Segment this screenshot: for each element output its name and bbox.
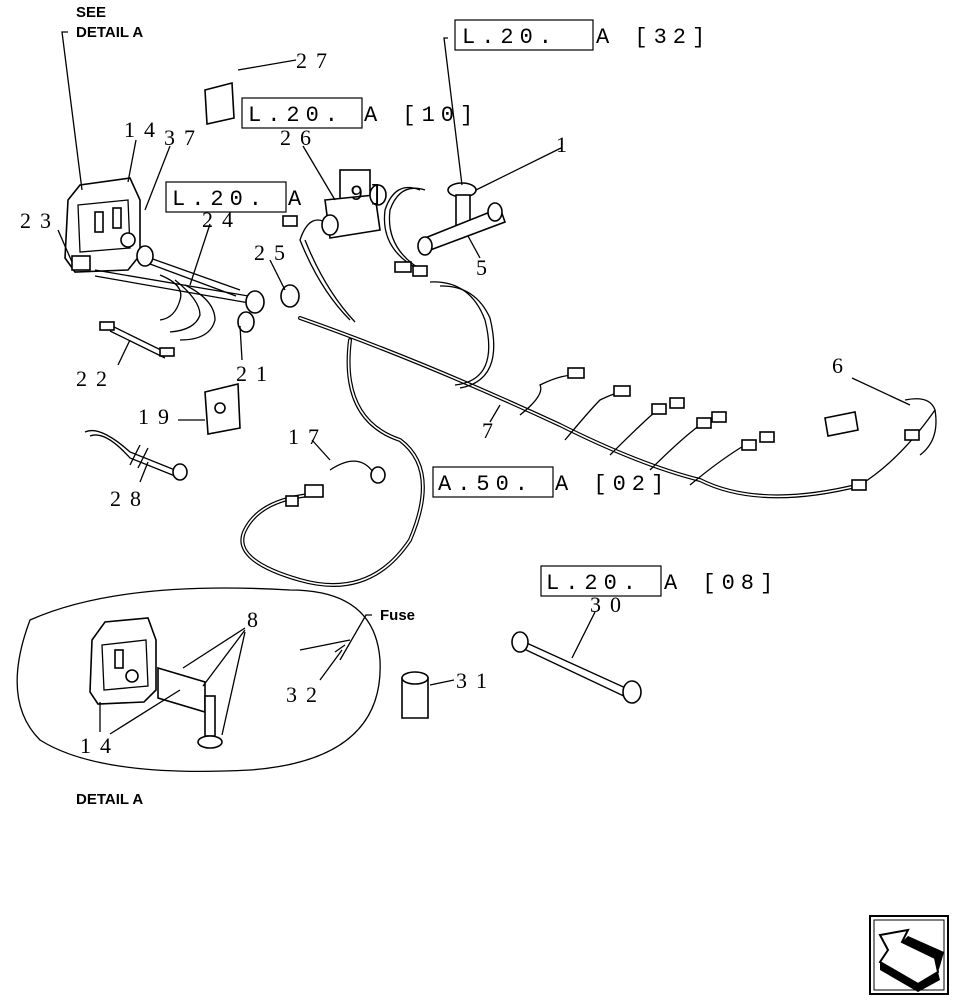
part-17 (285, 466, 386, 507)
callout-37: 37 (164, 125, 204, 150)
detail-a-outline (16, 587, 381, 773)
callout-6: 6 (832, 353, 852, 378)
callout-26: 26 (280, 125, 320, 150)
callout-30: 30 (590, 592, 630, 617)
ref-tail-text: A (288, 187, 307, 212)
callout-27: 27 (296, 48, 336, 73)
callout-19: 19 (138, 404, 178, 429)
part-27-label (204, 81, 235, 125)
part-30-hose (511, 631, 642, 704)
callout-22: 22 (76, 366, 116, 391)
ref-tail-text: A [10] (364, 103, 479, 128)
callout-28: 28 (110, 486, 150, 511)
sensor-1 (394, 182, 507, 277)
part-31 (401, 671, 429, 719)
callout-14: 14 (124, 117, 164, 142)
ref-box-text: L.20. (546, 571, 642, 596)
ref-tail-text: A [08] (664, 571, 779, 596)
ref-l20a-10: L.20. A [10] (241, 97, 479, 129)
callout-5: 5 (476, 255, 496, 280)
ref-a50a-02: A.50. A [02] (432, 466, 670, 498)
callout-31: 31 (456, 668, 496, 693)
ref-num-text: 9] (350, 182, 388, 207)
callout-8: 8 (247, 607, 267, 632)
callout-21: 21 (236, 361, 276, 386)
ref-l20a-32: L.20. A [32] (454, 19, 711, 51)
callout-14-detail: 14 (80, 733, 120, 758)
part-28 (84, 429, 188, 481)
callout-25: 25 (254, 240, 294, 265)
ref-box-text: L.20. (248, 103, 344, 128)
callout-7: 7 (482, 418, 502, 443)
ref-tail-text: A [32] (596, 25, 711, 50)
callout-23: 23 (20, 208, 60, 233)
detail-a-title: DETAIL A (76, 791, 143, 808)
callout-24: 24 (202, 207, 242, 232)
harness-branches (519, 367, 867, 491)
callout-1: 1 (556, 132, 576, 157)
main-harness (240, 186, 937, 587)
part-22 (99, 321, 175, 359)
callout-17: 17 (288, 424, 328, 449)
fuse-label: Fuse (380, 607, 415, 624)
control-box (64, 177, 141, 273)
leader-lines (57, 31, 911, 736)
callout-32: 32 (286, 682, 326, 707)
ref-tail-text: A [02] (555, 472, 670, 497)
ref-l20a-09: L.20. A 9] (165, 181, 388, 213)
ref-box-text: A.50. (438, 472, 534, 497)
valve-26 (282, 169, 387, 239)
harness-24 (94, 245, 300, 341)
see-detail-header-2: DETAIL A (76, 24, 143, 41)
return-arrow-icon[interactable] (869, 915, 949, 995)
see-detail-header: SEE (76, 4, 106, 21)
ref-l20a-08: L.20. A [08] (540, 565, 779, 597)
ref-box-text: L.20. (462, 25, 558, 50)
part-6-switch (824, 411, 920, 441)
ref-box-text: L.20. (172, 187, 268, 212)
part-19-bracket (204, 382, 241, 435)
